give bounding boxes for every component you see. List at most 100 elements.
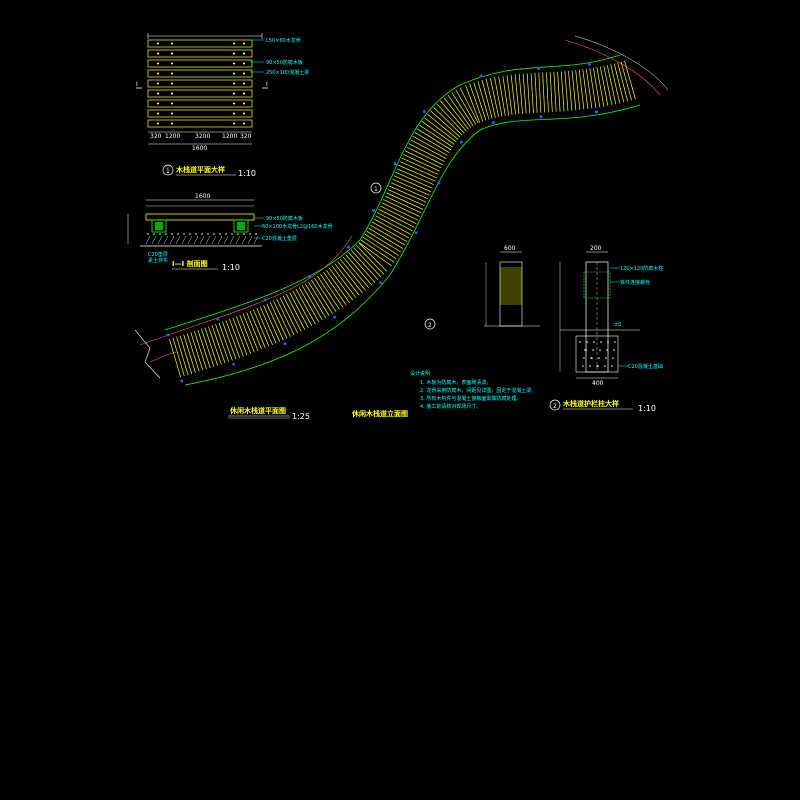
boardwalk-slat [370,224,406,246]
boardwalk-slat [494,77,503,117]
boardwalk-slat [451,92,474,127]
boardwalk-slat [232,317,248,356]
gravel-dot [177,233,179,235]
plank [147,119,253,128]
section-callout-1: 90×50防腐木板 [266,215,303,222]
hatch-line [253,235,259,245]
plank-bolt [243,72,245,75]
boardwalk-slat [596,67,605,107]
boardwalk-slat [269,302,288,339]
boardwalk-slat [208,326,222,365]
boardwalk-slat [599,66,609,106]
plank [147,59,253,68]
boardwalk-slat [419,124,453,148]
boardwalk-slat [358,242,392,267]
rail-post [216,317,220,321]
elevation-slats [500,267,522,305]
footing-dot [596,365,598,367]
gravel-hatch [145,233,259,245]
rail-posts [166,62,599,383]
footing-dot [613,349,615,351]
footing-dot [590,357,592,359]
plank [147,109,253,118]
plank-dim-4: 1200 [222,133,237,140]
section-base-sub: 素土夯实 [148,257,168,264]
hatch-line [199,235,205,245]
plan-marker-2: 2 [428,322,432,329]
post-detail-index: 2 [553,403,557,410]
footing-dot [582,365,584,367]
gravel-dot [165,233,167,235]
rail-post [263,298,267,302]
boardwalk-slat [334,263,360,296]
boardwalk-slat [387,189,425,207]
boardwalk-slat [253,309,270,347]
post-dim-bottom: 400 [592,380,604,387]
boardwalk-slat [502,75,510,116]
rail-post [459,140,463,144]
boardwalk-slat [373,218,410,239]
plank-bolt [171,42,173,45]
hatch-line [193,235,199,245]
boardwalk-slat [179,335,193,374]
elevation-dim-top: 600 [504,245,516,252]
boardwalk-slat [186,333,200,372]
boardwalk-slat [526,73,531,114]
gravel-dot [231,233,233,235]
plank-detail-title: 木栈道平面大样 [175,165,225,174]
boardwalk-slat [383,199,420,217]
boardwalk-slat [292,290,313,327]
hatch-line [169,235,175,245]
boardwalk-slat [518,73,523,114]
plank-detail-scale: 1:10 [238,169,256,178]
boardwalk-slat [481,79,493,119]
plank-rows [147,39,253,128]
boardwalk-slats [168,60,636,378]
boardwalk-slat [380,205,417,225]
boardwalk-slat [360,239,395,263]
plank-bolt [233,122,235,125]
boardwalk-slat [578,69,585,110]
plank [147,49,253,58]
notes-item-2: 2. 龙骨采用防腐木，间距见详图，固定于混凝土梁。 [420,387,536,394]
boardwalk-slat [575,70,581,110]
boardwalk-slat [465,85,481,123]
plank-bolt [157,92,159,95]
rail-post [283,342,287,346]
boardwalk-slat [235,316,252,354]
plank-bolt [157,112,159,115]
plank-bolt [243,102,245,105]
boardwalk-slat [404,150,442,169]
boardwalk-slat [560,71,565,112]
boardwalk-slat [381,202,419,221]
plank-bolt [171,122,173,125]
boardwalk-slat [353,247,382,278]
rail-post [422,110,426,114]
plan-scale: 1:25 [292,412,310,421]
boardwalk-slat [229,318,244,357]
plank-callout-3: 250×100混凝土梁 [266,69,309,76]
boardwalk-slat [384,195,422,214]
boardwalk-slat [568,70,573,111]
rail-post [437,181,441,185]
hatch-line [223,235,229,245]
rail-post [587,62,591,66]
boardwalk-slat [403,154,440,172]
boardwalk-slat [412,135,448,156]
footing-dot [599,349,601,351]
footing-dot [604,365,606,367]
boardwalk-slat [337,261,363,294]
gravel-dot [249,233,251,235]
hatch-line [175,235,181,245]
plank-bolt [233,52,235,55]
boardwalk-slat [473,82,487,121]
boardwalk-slat [477,81,490,120]
boardwalk-slat [424,117,457,143]
boardwalk-slat [538,72,542,113]
plank-bolt [233,82,235,85]
gravel-dot [219,233,221,235]
boardwalk-plan: 1 2 休闲木栈道平面图 1:25 [134,35,669,421]
gravel-dot [159,233,161,235]
boardwalk-slat [362,236,397,260]
